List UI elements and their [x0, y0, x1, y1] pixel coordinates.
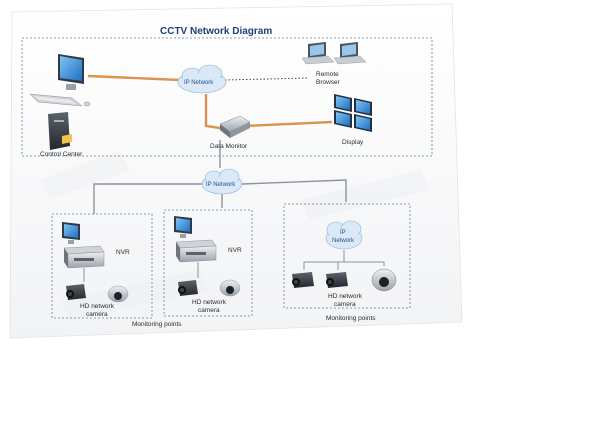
control-center-label: Control Center — [40, 151, 83, 158]
group-3-cable — [303, 250, 385, 270]
cloud-icon — [325, 220, 363, 250]
cable-control-to-network — [87, 74, 181, 82]
workstation-icon — [62, 222, 80, 244]
box-camera-icon — [178, 280, 198, 296]
group-1-camera-label-1: HD network — [80, 303, 115, 310]
group-1-nvr-label: NVR — [116, 249, 130, 256]
remote-browser-label-2: Browser — [316, 79, 341, 86]
group-2-border — [163, 209, 253, 317]
dome-camera-icon — [107, 285, 129, 303]
cable-network-to-monitor — [204, 94, 221, 130]
group-2-camera-label-2: camera — [198, 307, 220, 314]
box-camera-icon — [292, 272, 314, 288]
display-wall-icon — [334, 94, 372, 132]
group-3-border — [283, 203, 411, 309]
top-section-border — [21, 37, 433, 157]
data-monitor-icon — [219, 115, 251, 138]
group-1-footer-label: Monitoring points — [132, 321, 182, 328]
diagram-title: CCTV Network Diagram — [160, 26, 272, 37]
dome-camera-icon — [371, 268, 397, 292]
group-3-network-label-2: Network — [332, 238, 355, 244]
laptop-icon — [333, 42, 367, 65]
dome-camera-icon — [219, 279, 241, 297]
data-monitor-label: Data Monitor — [210, 143, 248, 150]
nvr-icon — [63, 245, 105, 269]
group-1-camera-label-2: camera — [86, 311, 108, 318]
workstation-icon — [174, 216, 192, 238]
middle-network-label: IP Network — [206, 182, 236, 188]
box-camera-icon — [326, 272, 348, 288]
nvr-icon — [175, 239, 217, 263]
background-stripes — [40, 150, 430, 320]
group-3-footer-label: Monitoring points — [326, 315, 376, 322]
control-center-icon — [29, 54, 91, 150]
laptop-icon — [301, 42, 335, 65]
group-2-camera-label-1: HD network — [192, 299, 227, 306]
display-label: Display — [342, 139, 364, 146]
group-3-camera-label-1: HD network — [328, 293, 363, 300]
cloud-icon — [177, 64, 227, 94]
group-3-camera-label-2: camera — [334, 301, 356, 308]
distribution-bus — [93, 179, 347, 214]
box-camera-icon — [66, 284, 86, 300]
top-network-label: IP Network — [184, 80, 214, 86]
group-3-network-label-1: IP — [340, 230, 346, 236]
remote-browser-label-1: Remote — [316, 71, 339, 78]
cloud-icon — [201, 168, 243, 195]
group-1-border — [51, 213, 153, 319]
cable-monitor-to-display — [243, 120, 333, 128]
group-2-nvr-label: NVR — [228, 247, 242, 254]
